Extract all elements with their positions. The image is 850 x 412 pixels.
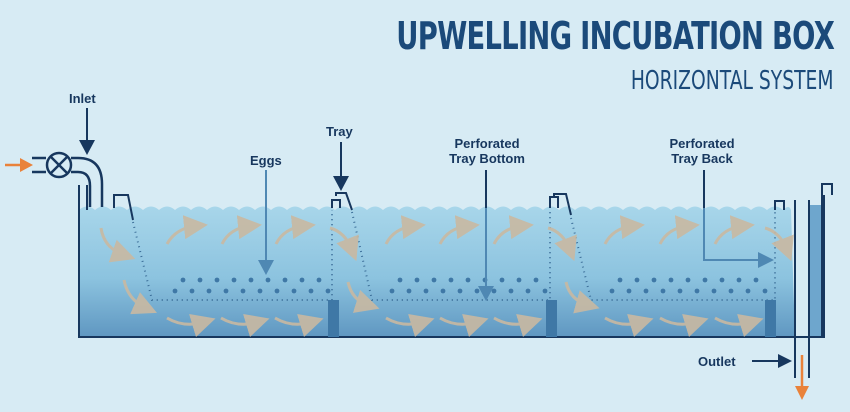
- tray-label: Tray: [326, 124, 353, 139]
- perforated-tray-bottom-label: Perforated Tray Bottom: [449, 136, 525, 166]
- perforated-tray-bottom-pointer-arrow: [478, 170, 494, 301]
- eggs-pointer-arrow: [258, 170, 274, 275]
- outlet-pointer-arrow: [752, 354, 792, 368]
- diagram-title: UPWELLING INCUBATION BOX: [396, 14, 835, 58]
- water-flow-arrows: [99, 215, 794, 337]
- perforated-tray-back-label: Perforated Tray Back: [669, 136, 735, 166]
- inlet-valve-icon: [32, 151, 104, 207]
- water: [79, 205, 825, 337]
- inlet-pointer-arrow: [79, 108, 95, 155]
- eggs-label: Eggs: [250, 153, 282, 168]
- tray-1: [113, 192, 353, 337]
- diagram-subtitle: HORIZONTAL SYSTEM: [631, 66, 834, 96]
- tray-3: [570, 200, 785, 337]
- perforated-tray-back-pointer-arrow: [703, 170, 774, 268]
- tray-pointer-arrow: [333, 142, 349, 191]
- tank-outline: [78, 185, 825, 338]
- outlet-label: Outlet: [698, 354, 736, 369]
- tray-2: [351, 193, 572, 337]
- eggs: [172, 277, 768, 294]
- inlet-label: Inlet: [69, 91, 96, 106]
- outlet-pipe: [794, 183, 833, 378]
